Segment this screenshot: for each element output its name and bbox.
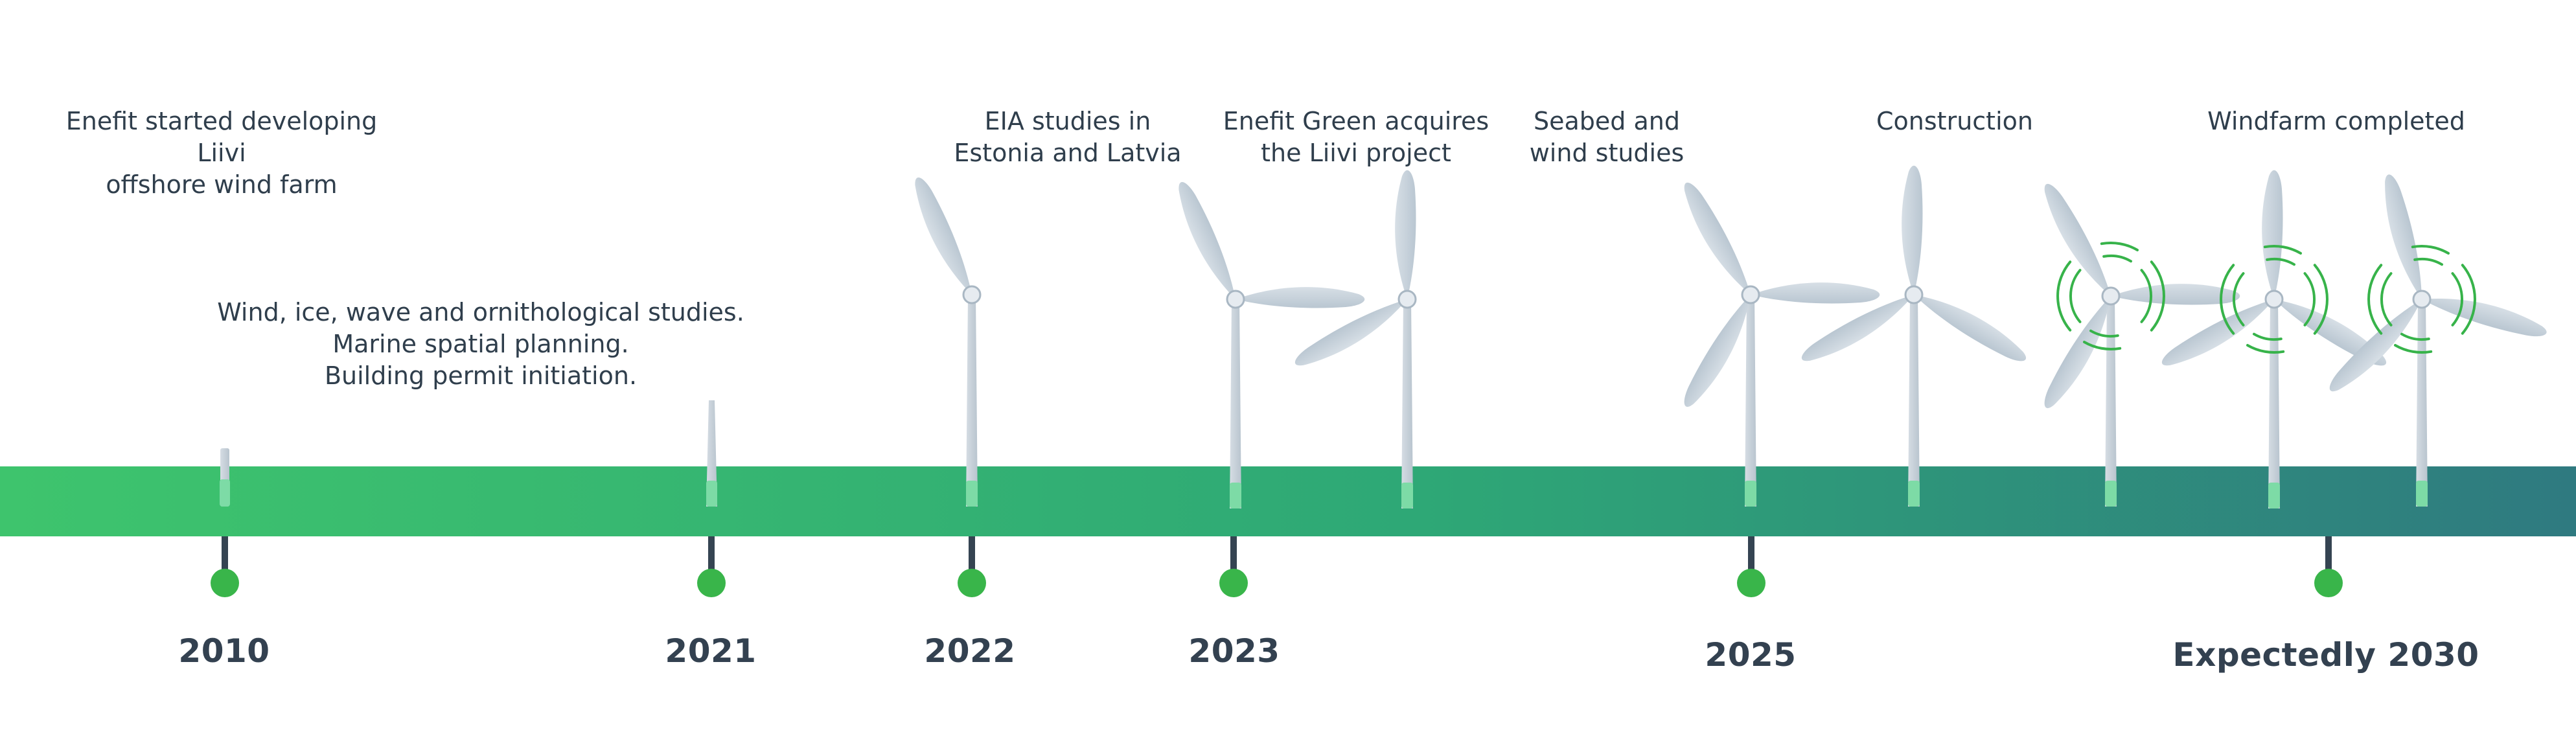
milestone-text-studies: Wind, ice, wave and ornithological studi… bbox=[217, 298, 744, 390]
turbine-two-blade-icon bbox=[1169, 178, 1365, 508]
operating-rings bbox=[2056, 241, 2165, 351]
timeline-marker-2030 bbox=[2314, 536, 2343, 597]
turbine-full-icon bbox=[1797, 165, 2032, 507]
turbine-tower-icon bbox=[706, 400, 717, 507]
milestone-text-2022: EIA studies in Estonia and Latvia bbox=[954, 107, 1182, 167]
turbine-operating-icon bbox=[2157, 170, 2392, 508]
operating-rings bbox=[2367, 244, 2476, 354]
operating-rings bbox=[2220, 244, 2329, 354]
timeline-dot bbox=[1219, 569, 1248, 597]
timeline-dot bbox=[958, 569, 986, 597]
year-label-2010: 2010 bbox=[178, 632, 270, 670]
turbine-operating-icon bbox=[2036, 179, 2240, 507]
milestone-text-completed: Windfarm completed bbox=[2207, 107, 2465, 135]
milestone-text-2025: Seabed and wind studies bbox=[1529, 107, 1685, 167]
milestone-text-construction: Construction bbox=[1876, 107, 2033, 135]
timeline-dot bbox=[2314, 569, 2343, 597]
timeline-dot bbox=[211, 569, 239, 597]
turbine-illustrations bbox=[220, 165, 2550, 508]
milestone-text-2023: Enefit Green acquires the Liivi project bbox=[1223, 107, 1489, 167]
year-label-2025: 2025 bbox=[1705, 636, 1797, 674]
timeline-markers bbox=[211, 536, 2343, 597]
timeline-marker-2010 bbox=[211, 536, 239, 597]
timeline-band bbox=[0, 466, 2576, 536]
timeline-dot bbox=[697, 569, 726, 597]
year-label-2021: 2021 bbox=[665, 632, 757, 670]
year-label-2030: Expectedly 2030 bbox=[2172, 636, 2479, 674]
turbine-two-blade-icon bbox=[1291, 170, 1417, 508]
timeline-marker-2022 bbox=[958, 536, 986, 597]
timeline-marker-2021 bbox=[697, 536, 726, 597]
timeline-marker-2025 bbox=[1737, 536, 1765, 597]
timeline-marker-2023 bbox=[1219, 536, 1248, 597]
timeline-dot bbox=[1737, 569, 1765, 597]
turbine-full-icon bbox=[1675, 178, 1880, 507]
milestone-text-2010: Enefit started developing Liivi offshore… bbox=[65, 107, 378, 199]
turbine-single-blade-icon bbox=[906, 174, 982, 507]
year-label-2023: 2023 bbox=[1188, 632, 1280, 670]
turbine-foundation-icon bbox=[220, 448, 230, 507]
turbine-operating-icon bbox=[2324, 172, 2550, 507]
year-label-2022: 2022 bbox=[924, 632, 1016, 670]
